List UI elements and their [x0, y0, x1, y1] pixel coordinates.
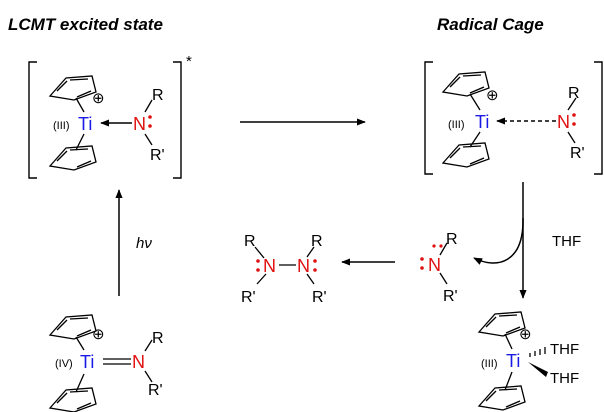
bracket-right [173, 61, 182, 179]
nitrogen-atom: N [133, 114, 146, 134]
solvent-label-thf: THF [552, 233, 581, 250]
oxidation-state-iii: (III) [53, 120, 70, 132]
solid-wedge-bond [528, 362, 548, 377]
complex-titanium-thf: (III) Ti ⊕ THF THF [478, 311, 579, 411]
substituent-r: R [152, 330, 164, 347]
substituent-r: R [152, 87, 164, 104]
titanium-atom: Ti [506, 351, 520, 371]
oxidation-state-iv: (IV) [55, 358, 73, 370]
nitrogen-atom-right: N [297, 256, 310, 276]
nitrogen-atom: N [428, 255, 441, 275]
substituent-r-prime: R' [443, 288, 458, 305]
nitrogen-atom: N [132, 352, 145, 372]
thf-ligand-bottom: THF [550, 370, 579, 387]
bracket-left [28, 61, 37, 179]
cp-ring-top [49, 314, 97, 340]
cp-ring-top [49, 75, 97, 101]
substituent-r-prime: R' [150, 147, 165, 164]
hydrazine-dimer: R N N R' R R' [241, 233, 327, 306]
cationic-charge: ⊕ [92, 90, 105, 107]
thf-ligand-top: THF [550, 341, 579, 358]
excited-state-asterisk: * [186, 53, 192, 70]
substituent-r-prime: R' [570, 145, 585, 162]
substituent-r: R [568, 85, 580, 102]
heading-radical-cage: Radical Cage [437, 15, 544, 34]
cp-ring-top [442, 71, 490, 97]
heading-lcmt-excited-state: LCMT excited state [8, 15, 163, 34]
titanium-atom: Ti [80, 352, 94, 372]
oxidation-state-iii: (III) [448, 119, 465, 131]
oxidation-state-iii: (III) [481, 358, 498, 370]
nitrogen-atom-left: N [263, 256, 276, 276]
hashed-wedge-bond [529, 347, 546, 357]
cationic-charge: ⊕ [486, 87, 499, 104]
cp-ring-bottom [49, 145, 97, 171]
complex-radical-cage: (III) Ti ⊕ N R R' [424, 61, 603, 175]
substituent-r-right: R [311, 233, 323, 250]
aminyl-radical: N R R' [420, 231, 458, 305]
cationic-charge: ⊕ [519, 326, 532, 343]
complex-titanium-imido: (IV) Ti ⊕ N R R' [49, 314, 164, 412]
substituent-r-prime-left: R' [241, 289, 256, 306]
nitrogen-atom: N [557, 112, 570, 132]
substituent-r-prime-right: R' [312, 289, 327, 306]
complex-lcmt-excited: * (III) Ti ⊕ N R R' [28, 53, 192, 179]
cationic-charge: ⊕ [92, 326, 105, 343]
cp-ring-bottom [478, 385, 526, 411]
curved-arrow-radical-release [473, 217, 524, 265]
titanium-atom: Ti [475, 112, 489, 132]
bracket-left [424, 61, 433, 175]
cp-ring-bottom [442, 142, 490, 168]
substituent-r: R [446, 231, 458, 248]
titanium-atom: Ti [78, 114, 92, 134]
light-label-hv: hν [136, 235, 152, 252]
substituent-r-prime: R' [148, 382, 163, 399]
substituent-r-left: R [244, 233, 256, 250]
cp-ring-bottom [49, 387, 97, 412]
bracket-right [594, 61, 603, 175]
